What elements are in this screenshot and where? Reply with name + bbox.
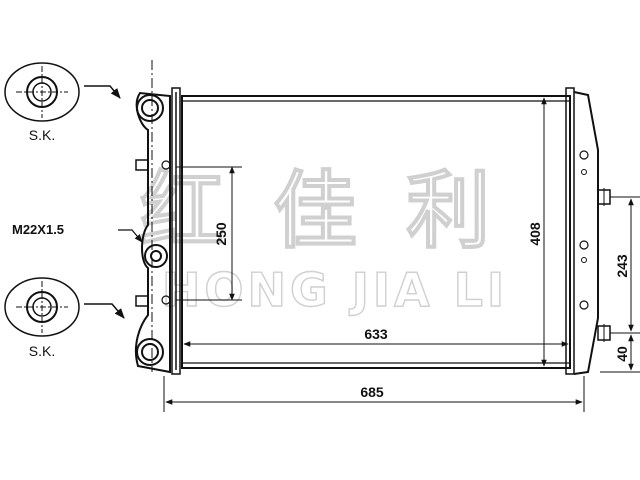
sk-bottom-leader [84, 303, 125, 319]
dim-633-label: 633 [364, 326, 388, 342]
sk-label-bottom: S.K. [29, 343, 55, 359]
right-tank [565, 87, 611, 375]
dim-outlet-offset [600, 334, 640, 373]
dim-250-label: 250 [213, 222, 229, 246]
dim-40-label: 40 [614, 346, 630, 362]
sk-label-top: S.K. [29, 127, 55, 143]
dim-243-label: 243 [614, 254, 630, 278]
dim-overall-width [163, 376, 585, 412]
thread-label: M22X1.5 [12, 222, 64, 237]
radiator-core [181, 95, 571, 369]
watermark: 红 佳 利 HONG JIA LI [139, 161, 508, 317]
sk-detail-top [4, 62, 80, 122]
dim-outlet-height [610, 196, 640, 334]
dim-bracket-spacing [176, 166, 242, 301]
sk-detail-bottom [4, 277, 80, 337]
sk-top-leader [84, 85, 121, 99]
dim-685-label: 685 [360, 384, 384, 400]
left-flange [171, 87, 181, 375]
left-tank [134, 91, 171, 374]
thread-leader [118, 229, 143, 243]
watermark-chinese: 红 佳 利 [140, 162, 501, 260]
watermark-latin: HONG JIA LI [162, 263, 508, 317]
dim-408-label: 408 [527, 222, 543, 246]
